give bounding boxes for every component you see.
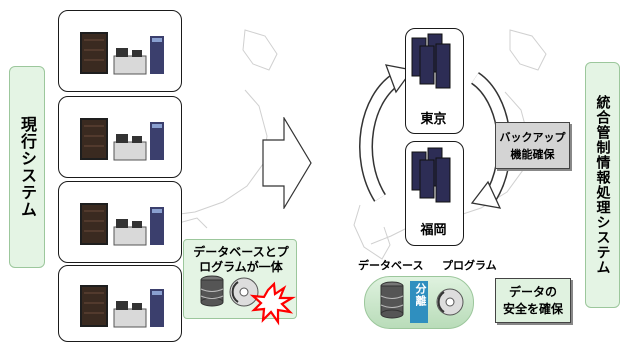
database-icon [380, 281, 404, 319]
tokyo-server-icon [411, 33, 451, 89]
current-system-title: 現行システム [18, 116, 37, 218]
separate-label: 分離 [414, 283, 427, 307]
fukuoka-server-icon [411, 147, 451, 203]
combined-problem-line1: データベースとプ [193, 245, 289, 259]
database-label: データベース [358, 259, 424, 272]
combined-problem-line2: ログラムが一体 [199, 260, 283, 274]
program-label: プログラム [442, 259, 497, 272]
backup-label-box: バックアップ 機能確保 [495, 122, 570, 169]
integrated-system-title-box: 統合管制情報処理システム [585, 62, 620, 308]
explosion-icon [249, 281, 296, 326]
separated-db-program-icons [380, 281, 464, 323]
database-icon [200, 275, 224, 307]
fukuoka-label: 福岡 [420, 223, 447, 238]
backup-label: バックアップ 機能確保 [499, 130, 566, 161]
transition-arrow [262, 117, 312, 209]
safety-label: データの 安全を確保 [502, 284, 563, 316]
integrated-system-title: 統合管制情報処理システム [594, 95, 611, 275]
db-program-combined-icon [200, 275, 296, 326]
program-disc-icon [229, 277, 259, 307]
program-disc-icon [436, 288, 464, 316]
server-illustrations [79, 31, 165, 328]
safety-label-box: データの 安全を確保 [495, 278, 571, 323]
current-system-title-box: 現行システム [9, 66, 45, 268]
tokyo-label: 東京 [420, 112, 447, 127]
